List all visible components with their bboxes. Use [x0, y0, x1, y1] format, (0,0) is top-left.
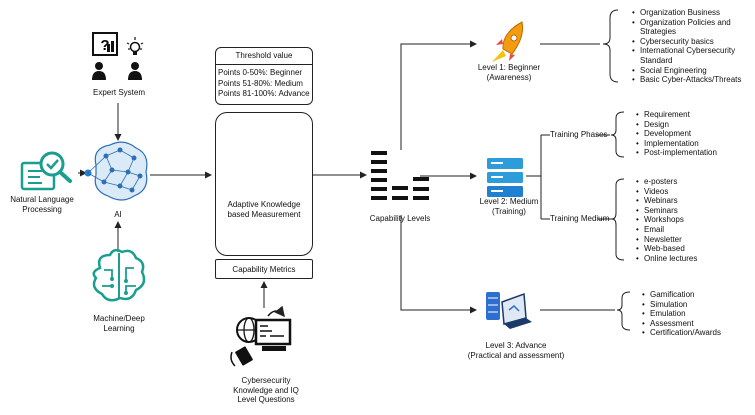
list-item: Standard	[640, 55, 673, 65]
list-item: Strategies	[640, 27, 677, 37]
list-item: Cybersecurity basics	[632, 37, 741, 47]
list-item: Simulation	[642, 300, 721, 310]
ml-label: Machine/Deep Learning	[84, 314, 154, 333]
list-item: Email	[636, 225, 697, 235]
threshold-row: Points 81-100%: Advance	[218, 89, 310, 98]
level2-label: Level 2: Medium (Training)	[469, 197, 549, 216]
list-item: e-posters	[636, 177, 697, 187]
list-item: Post-implementation	[636, 148, 717, 158]
questions-line3: Level Questions	[237, 395, 295, 404]
training-phases-list: RequirementDesignDevelopmentImplementati…	[634, 110, 717, 158]
level1-line1: Level 1: Beginner	[477, 63, 541, 72]
list-item: Web-based	[636, 244, 697, 254]
capability-metrics-box: Capability Metrics	[215, 259, 313, 279]
nlp-label-line1: Natural Language	[10, 195, 74, 204]
threshold-box: Threshold value Points 0-50%: Beginner P…	[215, 47, 313, 105]
akbm-label: Adaptive Knowledge based Measurement	[216, 200, 312, 219]
svg-text:?: ?	[100, 37, 109, 54]
nlp-icon	[20, 151, 72, 191]
threshold-row: Points 51-80%: Medium	[218, 78, 303, 88]
expert-system-label: Expert System	[92, 88, 145, 97]
level1-topic-list: Organization BusinessOrganization Polici…	[630, 8, 741, 85]
brace-phases	[610, 111, 625, 158]
nlp-label-line2: Processing	[22, 204, 62, 214]
brace-level3	[616, 291, 631, 331]
list-item: International Cybersecurity	[632, 46, 741, 56]
list-item: Assessment	[642, 319, 721, 329]
arrow-to-level3	[400, 215, 477, 314]
capability-levels-label: Capability Levels	[369, 214, 431, 223]
training-phases-label: Training Phases	[550, 130, 608, 139]
list-item: Seminars	[636, 206, 697, 216]
list-item: Basic Cyber-Attacks/Threats	[632, 75, 741, 85]
level3-label: Level 3: Advance (Practical and assessme…	[456, 341, 576, 360]
list-item: Social Engineering	[632, 66, 741, 76]
list-item: Implementation	[636, 139, 717, 149]
arrow-to-level1	[400, 40, 477, 150]
akbm-label-line1: Adaptive Knowledge	[227, 200, 301, 209]
list-item: Webinars	[636, 196, 697, 206]
list-item: Organization Policies and	[632, 18, 741, 28]
level2-line2: (Training)	[492, 206, 526, 216]
server-laptop-icon	[486, 292, 532, 329]
nlp-label: Natural Language Processing	[4, 195, 80, 214]
questions-line1: Cybersecurity	[241, 376, 291, 385]
capability-bars-icon	[371, 151, 429, 200]
threshold-title: Threshold value	[216, 51, 312, 65]
list-item: Newsletter	[636, 235, 697, 245]
cyber-questions-icon	[230, 305, 292, 367]
ml-label-line2: Learning	[103, 323, 135, 333]
level1-line2: (Awareness)	[486, 72, 532, 82]
list-item: Gamification	[642, 290, 721, 300]
akbm-box: Adaptive Knowledge based Measurement	[215, 112, 313, 256]
list-item: Videos	[636, 187, 697, 197]
list-item: Design	[636, 120, 717, 130]
training-medium-list: e-postersVideosWebinarsSeminarsWorkshops…	[634, 177, 697, 263]
list-item: Requirement	[636, 110, 717, 120]
training-medium-label: Training Medium	[550, 214, 610, 223]
expert-system-icon: ?	[92, 32, 144, 80]
list-item: Emulation	[642, 309, 721, 319]
ai-label: AI	[114, 210, 122, 219]
threshold-row: Points 0-50%: Beginner	[218, 68, 303, 77]
akbm-label-line2: based Measurement	[227, 209, 301, 219]
level3-line2: (Practical and assessment)	[467, 350, 565, 360]
list-item: Development	[636, 129, 717, 139]
training-stack-icon	[487, 158, 523, 197]
questions-line2: Knowledge and IQ	[233, 385, 299, 395]
list-item: Organization Business	[632, 8, 741, 18]
brace-level1	[602, 9, 619, 83]
list-item: Online lectures	[636, 254, 697, 264]
threshold-rows: Points 0-50%: Beginner Points 51-80%: Me…	[218, 68, 312, 100]
rocket-icon	[492, 21, 523, 62]
connectors	[78, 9, 631, 331]
list-item: Workshops	[636, 215, 697, 225]
level1-label: Level 1: Beginner (Awareness)	[469, 63, 549, 82]
brace-medium	[611, 178, 625, 261]
level3-topic-list: GamificationSimulationEmulationAssessmen…	[640, 290, 721, 338]
questions-label: Cybersecurity Knowledge and IQ Level Que…	[226, 376, 306, 405]
ml-label-line1: Machine/Deep	[93, 314, 145, 323]
list-item: Certification/Awards	[642, 328, 721, 338]
level3-line1: Level 3: Advance	[485, 341, 547, 350]
machine-learning-icon	[92, 248, 146, 302]
capability-metrics-label: Capability Metrics	[232, 265, 296, 274]
ai-brain-icon	[84, 141, 148, 201]
level2-line1: Level 2: Medium	[479, 197, 539, 206]
